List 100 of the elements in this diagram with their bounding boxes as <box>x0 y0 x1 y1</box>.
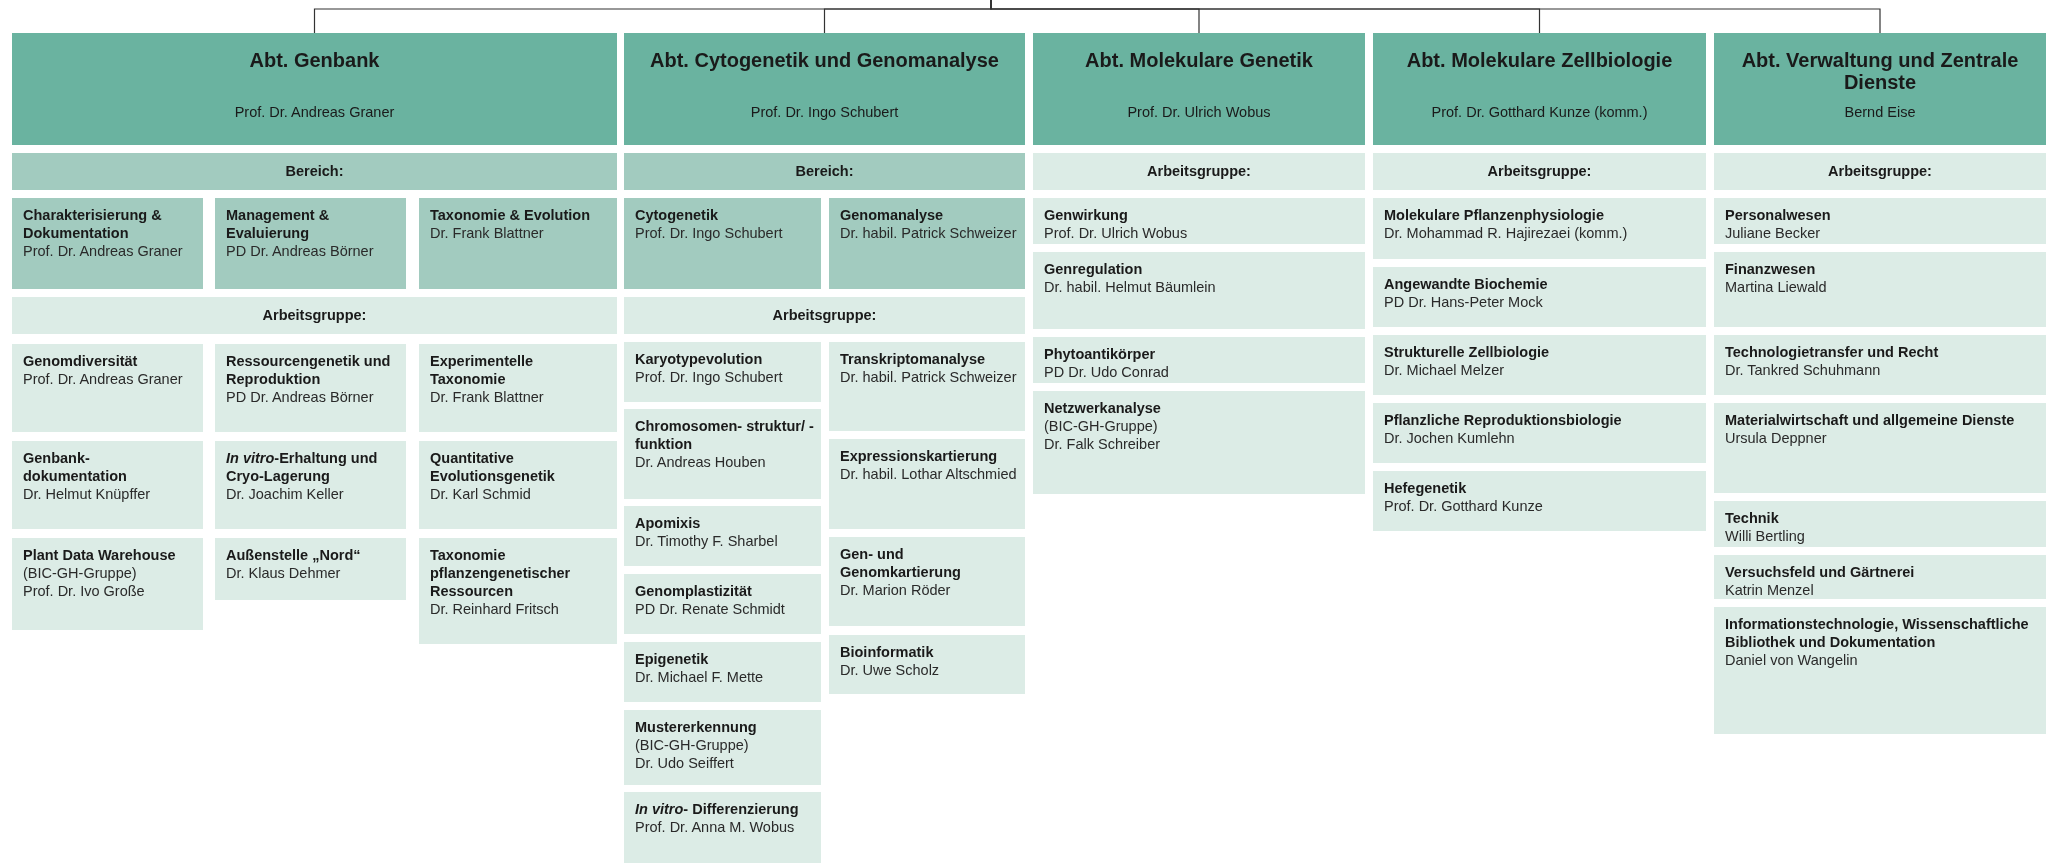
group-title: Hefegenetik <box>1384 479 1468 497</box>
group-title: Plant Data Warehouse <box>23 546 177 564</box>
group-title: Pflanzliche Reproduktionsbiologie <box>1384 411 1623 429</box>
group-box <box>624 642 821 702</box>
group-title: Taxonomie & Evolution <box>430 206 592 224</box>
section-band <box>1714 153 2046 190</box>
group-box <box>12 538 203 630</box>
group-title: Taxonomie pflanzengenetischer Ressourcen <box>430 546 572 600</box>
group-member: Dr. habil. Patrick Schweizer <box>840 368 1018 386</box>
group-box <box>1033 198 1365 244</box>
group-box <box>1714 403 2046 493</box>
group-member: (BIC-GH-Gruppe) <box>1044 417 1159 435</box>
group-title: Genomplastizität <box>635 582 753 600</box>
group-title: Genbank- dokumentation <box>23 449 128 485</box>
group-box <box>829 198 1025 289</box>
group-member: Ursula Deppner <box>1725 429 1828 447</box>
group-box <box>1373 403 1706 463</box>
group-box <box>215 441 406 529</box>
connector-line <box>990 0 1881 34</box>
group-member: Willi Bertling <box>1725 527 1806 545</box>
group-title: Technologietransfer und Recht <box>1725 343 1940 361</box>
group-member: Juliane Becker <box>1725 224 1822 242</box>
group-box <box>1714 252 2046 327</box>
group-member: PD Dr. Andreas Börner <box>226 242 375 260</box>
section-label: Arbeitsgruppe: <box>1487 161 1592 181</box>
group-title: Versuchsfeld und Gärtnerei <box>1725 563 1916 581</box>
group-box <box>1714 198 2046 244</box>
group-member: Dr. Joachim Keller <box>226 485 345 503</box>
group-box <box>215 344 406 432</box>
group-member: Dr. Timothy F. Sharbel <box>635 532 779 550</box>
section-band <box>1033 153 1365 190</box>
group-box <box>829 537 1025 626</box>
group-title: Personalwesen <box>1725 206 1832 224</box>
group-title: Materialwirtschaft und allgemeine Dienste <box>1725 411 2016 429</box>
group-box <box>624 792 821 863</box>
group-member: (BIC-GH-Gruppe) <box>635 736 750 754</box>
group-member: Prof. Dr. Anna M. Wobus <box>635 818 796 836</box>
group-member: Prof. Dr. Ingo Schubert <box>635 368 784 386</box>
group-box <box>624 342 821 402</box>
section-label: Arbeitsgruppe: <box>1828 161 1932 181</box>
group-member: PD Dr. Andreas Börner <box>226 388 375 406</box>
section-band <box>624 153 1025 190</box>
section-label: Arbeitsgruppe: <box>1147 161 1251 181</box>
section-label: Arbeitsgruppe: <box>262 305 367 325</box>
group-box <box>829 635 1025 694</box>
group-box <box>1373 198 1706 259</box>
group-member: Dr. Reinhard Fritsch <box>430 600 560 618</box>
group-member: Prof. Dr. Andreas Graner <box>23 242 184 260</box>
group-member: Katrin Menzel <box>1725 581 1815 599</box>
group-member: Dr. Falk Schreiber <box>1044 435 1162 453</box>
group-member: Martina Liewald <box>1725 278 1828 296</box>
department-head-name: Prof. Dr. Andreas Graner <box>234 103 395 121</box>
group-box <box>829 439 1025 529</box>
group-box <box>12 441 203 529</box>
group-member: Dr. Mohammad R. Hajirezaei (komm.) <box>1384 224 1629 242</box>
section-label: Bereich: <box>795 161 854 181</box>
group-box <box>829 342 1025 431</box>
group-title: Charakterisierung & Dokumentation <box>23 206 163 242</box>
group-member: Prof. Dr. Ingo Schubert <box>635 224 784 242</box>
group-box <box>12 344 203 432</box>
group-member: Daniel von Wangelin <box>1725 651 1859 669</box>
group-box <box>1714 501 2046 547</box>
group-box <box>624 574 821 634</box>
group-member: PD Dr. Renate Schmidt <box>635 600 786 618</box>
group-title: Experimentelle Taxonomie <box>430 352 535 388</box>
group-box <box>1714 335 2046 395</box>
section-band <box>12 297 617 334</box>
group-member: Dr. Andreas Houben <box>635 453 767 471</box>
department-header <box>12 33 617 145</box>
group-member: Dr. Michael Melzer <box>1384 361 1506 379</box>
section-band <box>12 153 617 190</box>
group-box <box>215 198 406 289</box>
group-member: Dr. Michael F. Mette <box>635 668 765 686</box>
group-title: Gen- und Genomkartierung <box>840 545 962 581</box>
group-member: Dr. Helmut Knüpffer <box>23 485 152 503</box>
group-title: In vitro-Erhaltung und Cryo-Lagerung <box>226 449 379 485</box>
group-box <box>1033 391 1365 494</box>
group-title: Expressionskartierung <box>840 447 999 465</box>
group-title: Bioinformatik <box>840 643 935 661</box>
section-band <box>1373 153 1706 190</box>
group-title: Finanzwesen <box>1725 260 1817 278</box>
group-box <box>624 198 821 289</box>
department-head-name: Bernd Eise <box>1844 103 1916 121</box>
group-box <box>624 710 821 785</box>
group-title: Außenstelle „Nord“ <box>226 546 362 564</box>
group-member: Dr. Marion Röder <box>840 581 952 599</box>
group-title: Quantitative Evolutionsgenetik <box>430 449 556 485</box>
group-title: Angewandte Biochemie <box>1384 275 1549 293</box>
group-member: Dr. Udo Seiffert <box>635 754 735 772</box>
group-box <box>1714 607 2046 734</box>
group-box <box>1033 252 1365 329</box>
department-title: Abt. Cytogenetik und Genomanalyse <box>650 49 999 71</box>
group-title: Chromosomen- struktur/ -funktion <box>635 417 815 453</box>
group-title: Karyotypevolution <box>635 350 764 368</box>
group-title: Mustererkennung <box>635 718 758 736</box>
group-title: Genomdiversität <box>23 352 139 370</box>
group-title: Ressourcengenetik und Reproduktion <box>226 352 392 388</box>
section-band <box>624 297 1025 334</box>
group-title: Phytoantikörper <box>1044 345 1157 363</box>
group-box <box>1033 337 1365 383</box>
